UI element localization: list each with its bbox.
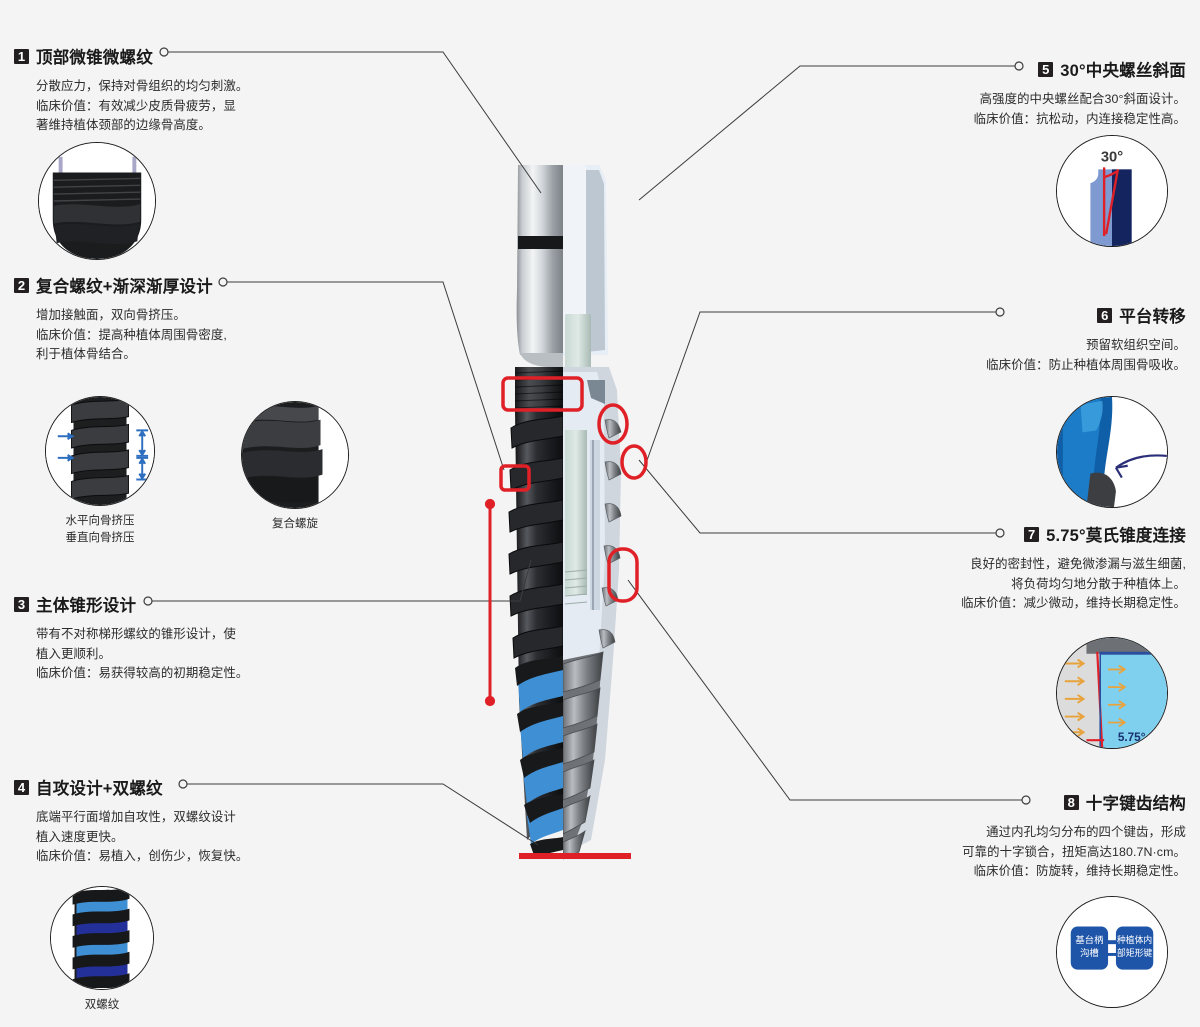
feature-header-2: 2 复合螺纹+渐深渐厚设计 (14, 273, 227, 297)
detail-circle-image-7: 5.75° (1056, 637, 1168, 749)
detail-compound-helix: 复合螺旋 (241, 401, 349, 533)
detail-morse-taper: 5.75° (1056, 637, 1168, 756)
feature-header-5: 5 30°中央螺丝斜面 (974, 57, 1186, 81)
feature-body-4: 底端平行面增加自攻性，双螺纹设计 植入速度更快。 临床价值：易植入，创伤少，恢复… (36, 810, 249, 864)
feature-header-7: 7 5.75°莫氏锥度连接 (961, 522, 1186, 546)
svg-text:部矩形键: 部矩形键 (1117, 947, 1152, 958)
feature-number-badge-7: 7 (1024, 526, 1040, 542)
detail-platform-switch (1056, 396, 1168, 515)
cross-key-box-right (1115, 926, 1154, 970)
feature-title-4: 自攻设计+双螺纹 (36, 780, 163, 798)
dental-implant-illustration (487, 140, 707, 870)
feature-block-1: 1 顶部微锥微螺纹 分散应力，保持对骨组织的均匀刺激。 临床价值：有效减少皮质骨… (14, 44, 248, 136)
feature-title-2: 复合螺纹+渐深渐厚设计 (36, 278, 213, 296)
detail-circle-image-4 (50, 886, 154, 990)
feature-number-badge-5: 5 (1038, 61, 1054, 77)
feature-title-6: 平台转移 (1119, 308, 1186, 326)
feature-block-6: 6 平台转移 预留软组织空间。 临床价值：防止种植体周围骨吸收。 (986, 303, 1186, 375)
feature-title-5: 30°中央螺丝斜面 (1060, 62, 1186, 80)
detail-caption-2: 水平向骨挤压 垂直向骨挤压 (65, 515, 135, 544)
feature-body-7: 良好的密封性，避免微渗漏与滋生细菌, 将负荷均匀地分散于种植体上。 临床价值：减… (961, 557, 1186, 611)
feature-header-4: 4 自攻设计+双螺纹 (14, 775, 248, 799)
feature-body-8: 通过内孔均匀分布的四个键齿，形成 可靠的十字锁合，扭矩高达180.7N·cm。 … (962, 825, 1186, 879)
svg-text:种植体内: 种植体内 (1117, 934, 1152, 945)
feature-body-5: 高强度的中央螺丝配合30°斜面设计。 临床价值：抗松动，内连接稳定性高。 (973, 92, 1186, 126)
feature-body-3: 带有不对称梯形螺纹的锥形设计，使 植入更顺利。 临床价值：易获得较高的初期稳定性… (36, 627, 249, 681)
detail-screw-bevel-30: 30° (1056, 135, 1168, 254)
svg-text:基台柄: 基台柄 (1075, 934, 1103, 945)
feature-title-3: 主体锥形设计 (36, 597, 137, 615)
feature-title-1: 顶部微锥微螺纹 (36, 49, 153, 67)
svg-text:沟槽: 沟槽 (1080, 947, 1099, 958)
detail-micro-thread-collar (38, 142, 156, 267)
feature-block-5: 5 30°中央螺丝斜面 高强度的中央螺丝配合30°斜面设计。 临床价值：抗松动，… (974, 57, 1186, 129)
feature-title-8: 十字键齿结构 (1085, 795, 1186, 813)
feature-title-7: 5.75°莫氏锥度连接 (1046, 527, 1186, 545)
feature-block-3: 3 主体锥形设计 带有不对称梯形螺纹的锥形设计，使 植入更顺利。 临床价值：易获… (14, 592, 248, 684)
apex-baseline (519, 853, 631, 859)
feature-number-badge-3: 3 (14, 596, 29, 612)
detail-circle-image-8: 基台柄 沟槽 种植体内 部矩形键 (1056, 896, 1168, 1008)
feature-header-3: 3 主体锥形设计 (14, 592, 248, 616)
feature-block-2: 2 复合螺纹+渐深渐厚设计 增加接触面，双向骨挤压。 临床价值：提高种植体周围骨… (14, 273, 227, 365)
feature-number-badge-1: 1 (14, 48, 29, 64)
feature-number-badge-4: 4 (14, 779, 29, 795)
detail-circle-image-1 (38, 142, 156, 260)
detail-circle-image-2 (45, 396, 155, 506)
bevel-angle-label: 30° (1101, 150, 1123, 166)
cross-key-box-left (1070, 926, 1109, 970)
feature-body-6: 预留软组织空间。 临床价值：防止种植体周围骨吸收。 (986, 338, 1186, 372)
detail-caption-3: 复合螺旋 (272, 518, 318, 530)
feature-header-8: 8 十字键齿结构 (962, 790, 1186, 814)
detail-thread-compression: 水平向骨挤压 垂直向骨挤压 (45, 396, 155, 546)
feature-block-4: 4 自攻设计+双螺纹 底端平行面增加自攻性，双螺纹设计 植入速度更快。 临床价值… (14, 775, 248, 867)
detail-cross-key: 基台柄 沟槽 种植体内 部矩形键 (1056, 896, 1168, 1015)
feature-block-7: 7 5.75°莫氏锥度连接 良好的密封性，避免微渗漏与滋生细菌, 将负荷均匀地分… (961, 522, 1186, 614)
feature-number-badge-6: 6 (1097, 307, 1113, 323)
detail-double-thread: 双螺纹 (50, 886, 154, 1014)
taper-angle-label: 5.75° (1118, 731, 1146, 744)
feature-header-1: 1 顶部微锥微螺纹 (14, 44, 248, 68)
feature-header-6: 6 平台转移 (986, 303, 1186, 327)
feature-body-1: 分散应力，保持对骨组织的均匀刺激。 临床价值：有效减少皮质骨疲劳，显 著维持植体… (36, 79, 249, 133)
feature-block-8: 8 十字键齿结构 通过内孔均匀分布的四个键齿，形成 可靠的十字锁合，扭矩高达18… (962, 790, 1186, 882)
detail-caption-4: 双螺纹 (84, 999, 120, 1011)
feature-number-badge-8: 8 (1063, 794, 1079, 810)
detail-circle-image-6 (1056, 396, 1168, 508)
feature-number-badge-2: 2 (14, 277, 29, 293)
feature-body-2: 增加接触面，双向骨挤压。 临床价值：提高种植体周围骨密度, 利于植体骨结合。 (36, 308, 227, 362)
detail-circle-image-5: 30° (1056, 135, 1168, 247)
detail-circle-image-3 (241, 401, 349, 509)
